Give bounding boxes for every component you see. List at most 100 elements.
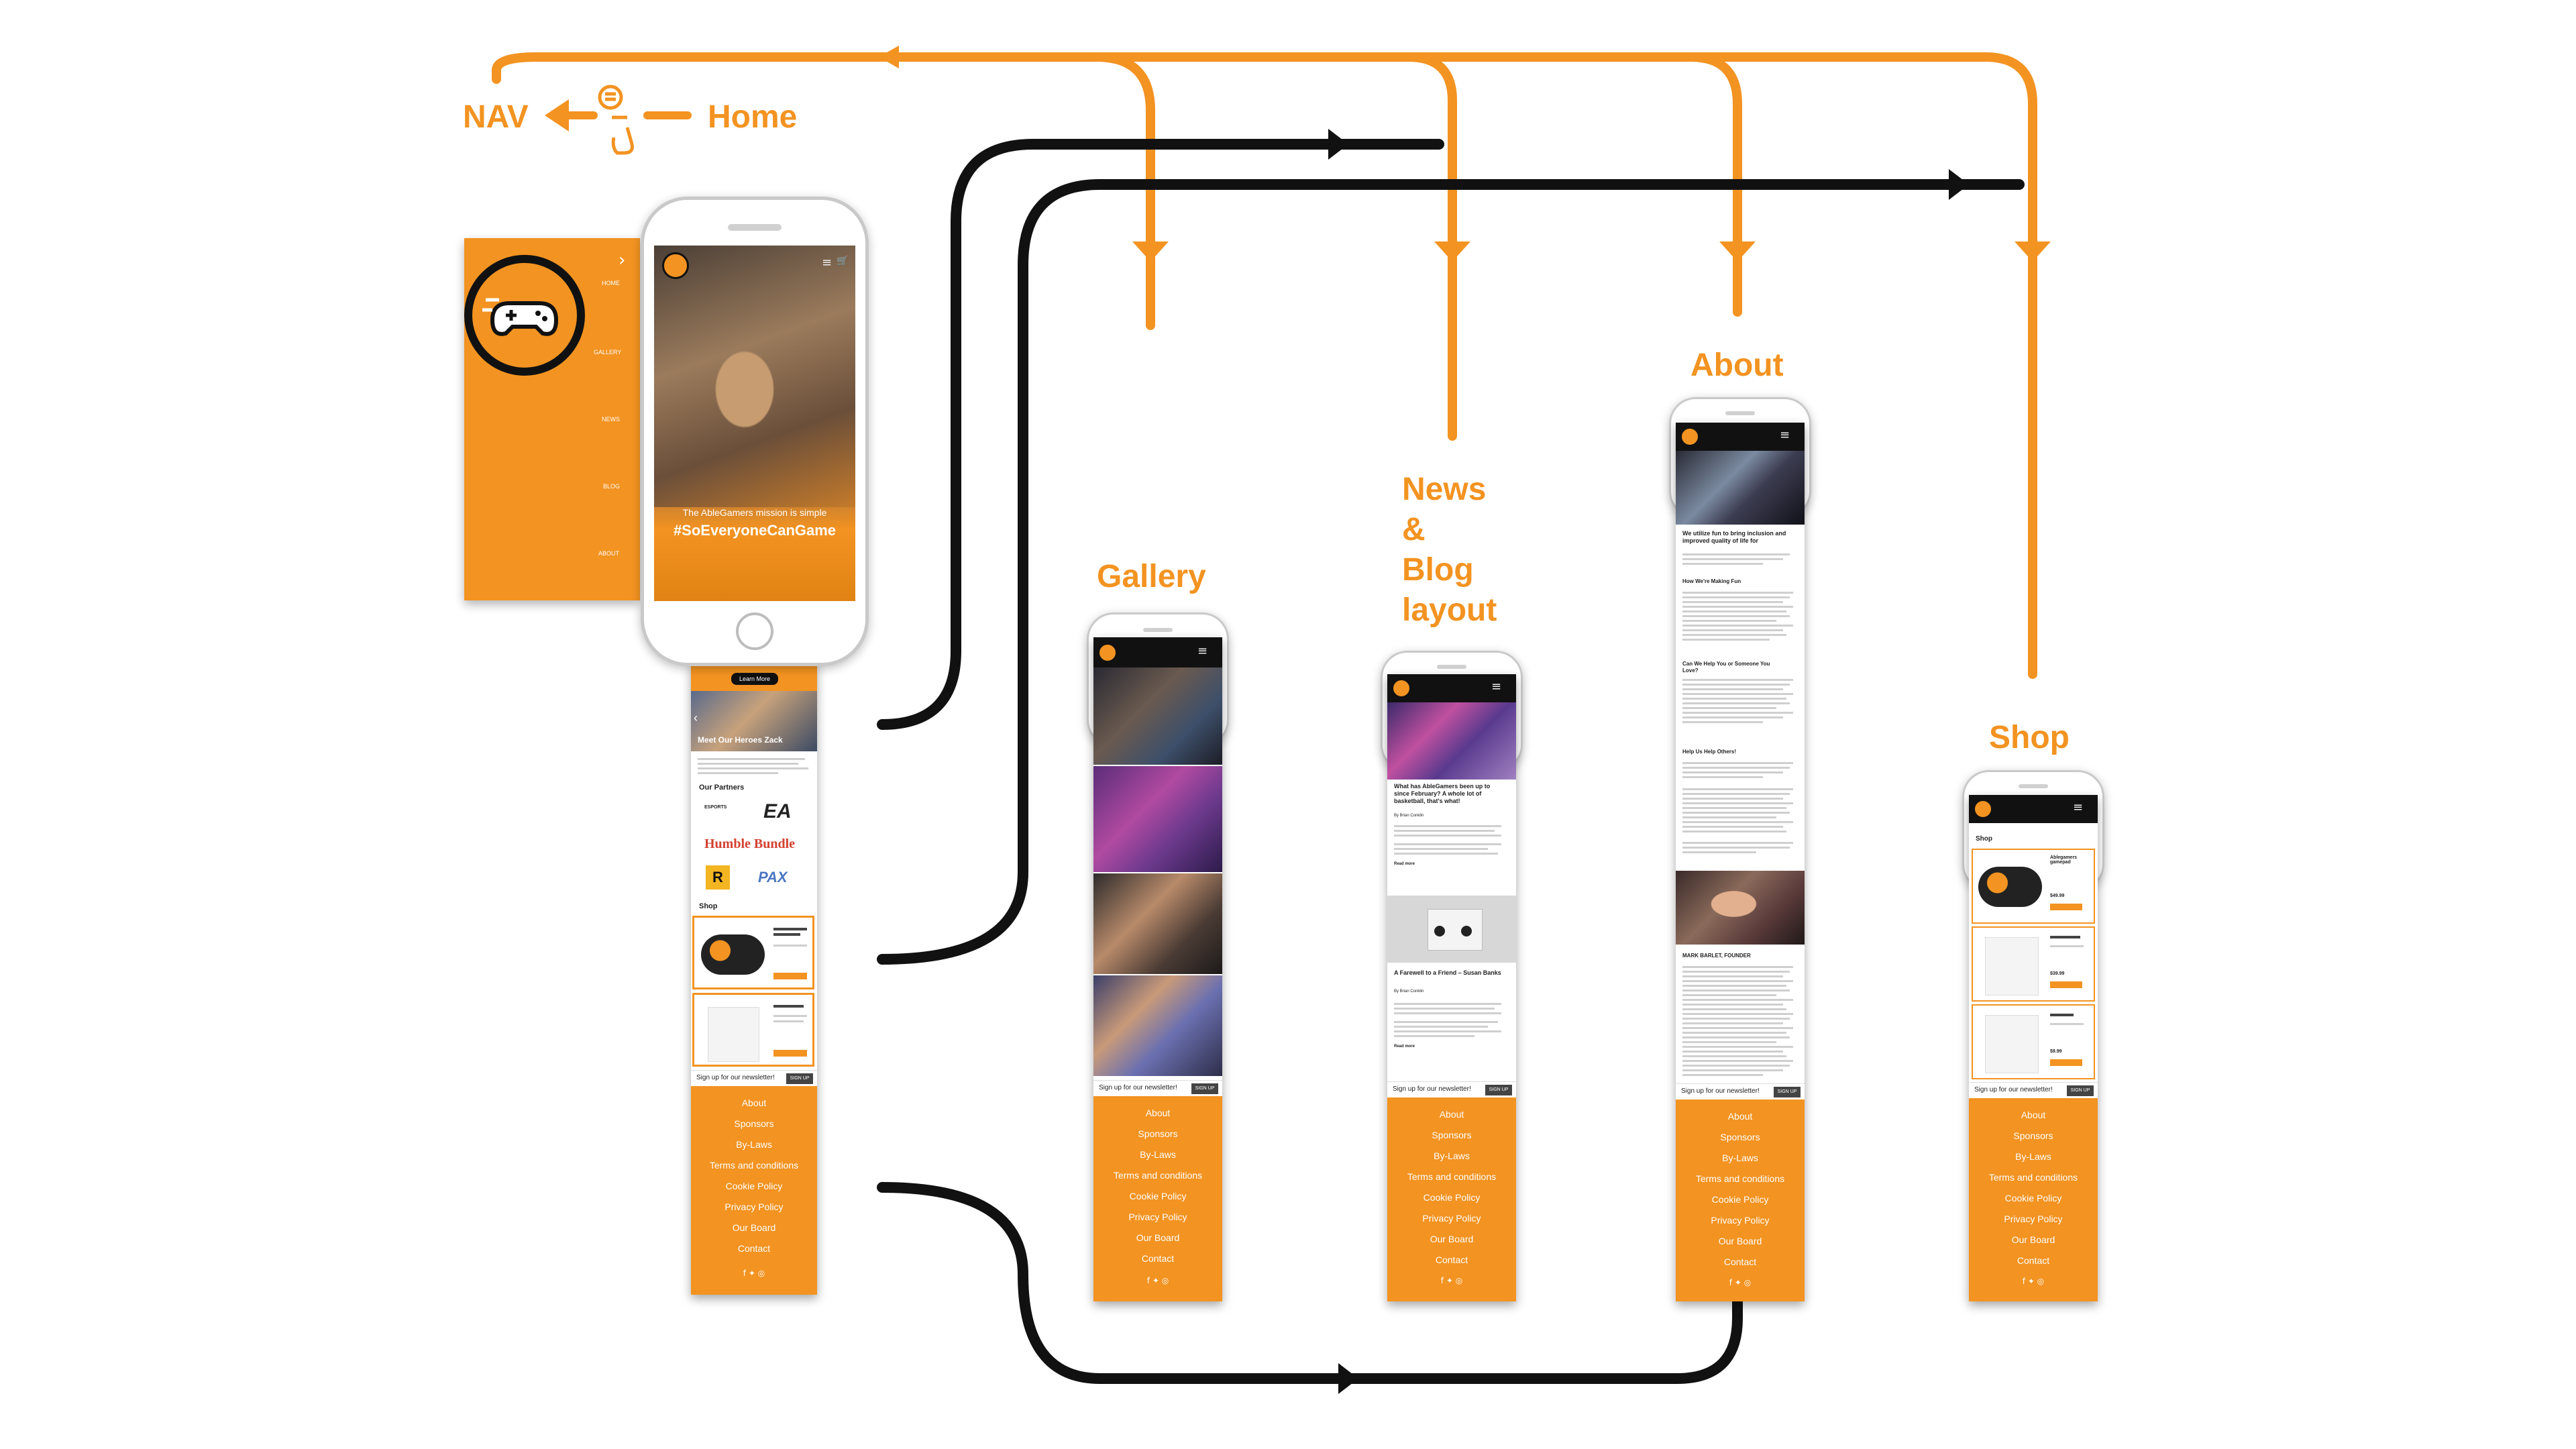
label-news: News <box>1402 472 1487 507</box>
tshirt-product-image <box>1985 937 2039 996</box>
footer-link-terms[interactable]: Terms and conditions <box>1113 1170 1203 1181</box>
social-icons[interactable]: f ✦ ◎ <box>1729 1278 1752 1287</box>
footer-link-terms[interactable]: Terms and conditions <box>1407 1171 1497 1182</box>
shop-product-1-price: $49.99 <box>2050 894 2065 898</box>
footer-link-privacy[interactable]: Privacy Policy <box>1711 1215 1770 1226</box>
footer-link-bylaws[interactable]: By-Laws <box>2015 1151 2051 1162</box>
shop-product-3[interactable]: $9.99 <box>1972 1004 2095 1079</box>
news-post-1-image[interactable] <box>1387 702 1516 780</box>
footer-link-board[interactable]: Our Board <box>1136 1232 1180 1243</box>
footer-link-sponsors[interactable]: Sponsors <box>2013 1130 2053 1141</box>
footer-link-contact[interactable]: Contact <box>2017 1255 2050 1266</box>
newsletter-signup-button[interactable]: SIGN UP <box>2067 1085 2094 1096</box>
news-post-1-read-more[interactable]: Read more <box>1394 862 1415 866</box>
newsletter-signup-button[interactable]: SIGN UP <box>1485 1085 1512 1095</box>
footer-link-cookie[interactable]: Cookie Policy <box>1711 1194 1769 1205</box>
logo-icon <box>662 252 689 279</box>
footer-link-sponsors[interactable]: Sponsors <box>734 1118 774 1129</box>
footer-link-bylaws[interactable]: By-Laws <box>1140 1149 1176 1160</box>
home-button[interactable] <box>736 612 773 650</box>
nav-item-gallery[interactable]: GALLERY <box>594 349 622 356</box>
nav-item-home[interactable]: HOME <box>602 280 620 286</box>
footer-link-board[interactable]: Our Board <box>732 1222 776 1233</box>
footer: About Sponsors By-Laws Terms and conditi… <box>1676 1099 1805 1301</box>
footer-link-about[interactable]: About <box>2021 1110 2046 1120</box>
footer-link-board[interactable]: Our Board <box>1430 1234 1474 1244</box>
news-post-2-read-more[interactable]: Read more <box>1394 1044 1415 1049</box>
newsletter-signup-button[interactable]: SIGN UP <box>1774 1087 1801 1097</box>
footer-link-privacy[interactable]: Privacy Policy <box>2004 1214 2063 1224</box>
label-nav: NAV <box>463 99 529 135</box>
nav-item-about[interactable]: ABOUT <box>598 550 620 557</box>
footer-link-cookie[interactable]: Cookie Policy <box>1129 1191 1187 1201</box>
footer-link-about[interactable]: About <box>1145 1108 1171 1118</box>
mission-text: The AbleGamers mission is simple <box>682 507 827 518</box>
footer-link-privacy[interactable]: Privacy Policy <box>1422 1213 1481 1224</box>
home-page-strip: Learn More ‹ Meet Our Heroes Zack Our Pa… <box>691 661 817 1295</box>
flow-line-news <box>1404 52 1457 441</box>
shop-product-2-price: $39.99 <box>2050 971 2065 976</box>
social-icons[interactable]: f ✦ ◎ <box>2022 1277 2045 1286</box>
nav-item-news[interactable]: NEWS <box>602 416 620 423</box>
footer-link-terms[interactable]: Terms and conditions <box>1988 1172 2078 1183</box>
footer-link-sponsors[interactable]: Sponsors <box>1432 1130 1472 1140</box>
news-post-2-image[interactable] <box>1387 896 1516 963</box>
newsletter-signup-button[interactable]: SIGN UP <box>1191 1083 1218 1094</box>
footer-link-bylaws[interactable]: By-Laws <box>1722 1152 1758 1163</box>
footer-link-contact[interactable]: Contact <box>1141 1253 1175 1264</box>
footer-link-contact[interactable]: Contact <box>1435 1254 1468 1265</box>
menu-icon[interactable]: ≡ <box>822 256 833 270</box>
footer-link-about[interactable]: About <box>1439 1109 1464 1120</box>
hashtag-text: #SoEveryoneCanGame <box>673 522 837 539</box>
social-icons[interactable]: f ✦ ◎ <box>743 1269 765 1278</box>
footer-link-contact[interactable]: Contact <box>737 1243 771 1254</box>
menu-icon[interactable]: ≡ <box>1780 428 1790 442</box>
footer-link-cookie[interactable]: Cookie Policy <box>2004 1193 2062 1203</box>
carousel-left-icon[interactable]: ‹ <box>694 711 698 724</box>
gamepad-product-image <box>1978 867 2042 907</box>
gallery-image-2[interactable] <box>1093 766 1222 872</box>
founder-name: MARK BARLET, FOUNDER <box>1682 953 1751 959</box>
footer-link-board[interactable]: Our Board <box>1718 1236 1762 1246</box>
arrow-black-shop <box>1949 169 1969 200</box>
footer-link-terms[interactable]: Terms and conditions <box>1695 1173 1785 1184</box>
social-icons[interactable]: f ✦ ◎ <box>1440 1276 1463 1285</box>
news-page-strip: ≡ What has AbleGamers been up to since F… <box>1387 674 1516 1301</box>
nav-item-blog[interactable]: BLOG <box>603 483 621 490</box>
footer-link-about[interactable]: About <box>1727 1111 1753 1122</box>
footer-link-privacy[interactable]: Privacy Policy <box>724 1201 784 1212</box>
product-card-1[interactable] <box>692 916 814 989</box>
chevron-right-icon[interactable]: › <box>619 250 626 270</box>
newsletter-text: Sign up for our newsletter! <box>1099 1084 1177 1091</box>
footer-link-cookie[interactable]: Cookie Policy <box>1423 1192 1481 1203</box>
news-post-1-title[interactable]: What has AbleGamers been up to since Feb… <box>1394 783 1491 804</box>
footer-link-bylaws[interactable]: By-Laws <box>736 1139 772 1150</box>
menu-icon[interactable]: ≡ <box>2073 800 2084 814</box>
menu-icon[interactable]: ≡ <box>1197 644 1208 658</box>
social-icons[interactable]: f ✦ ◎ <box>1146 1276 1169 1285</box>
footer-link-bylaws[interactable]: By-Laws <box>1434 1150 1470 1161</box>
footer-link-board[interactable]: Our Board <box>2011 1234 2055 1245</box>
gallery-image-3[interactable] <box>1093 873 1222 974</box>
cart-icon[interactable]: 🛒 <box>837 256 849 266</box>
footer-link-cookie[interactable]: Cookie Policy <box>725 1181 783 1191</box>
gamepad-product-image <box>701 934 765 975</box>
footer-link-terms[interactable]: Terms and conditions <box>709 1160 799 1171</box>
footer-link-sponsors[interactable]: Sponsors <box>1138 1128 1178 1139</box>
gallery-image-4[interactable] <box>1093 975 1222 1076</box>
label-blog: Blog <box>1402 552 1474 588</box>
footer-link-sponsors[interactable]: Sponsors <box>1720 1132 1760 1142</box>
learn-more-button[interactable]: Learn More <box>731 673 778 685</box>
gallery-image-1[interactable] <box>1093 667 1222 765</box>
footer-link-about[interactable]: About <box>741 1097 767 1108</box>
newsletter-signup-button[interactable]: SIGN UP <box>786 1073 813 1084</box>
newsletter-bar: Sign up for our newsletter! SIGN UP <box>691 1070 817 1087</box>
footer-link-privacy[interactable]: Privacy Policy <box>1128 1212 1187 1222</box>
shop-product-1[interactable]: Ablegamers gamepad $49.99 <box>1972 849 2095 924</box>
shop-product-2[interactable]: $39.99 <box>1972 926 2095 1002</box>
newsletter-bar: Sign up for our newsletter! SIGN UP <box>1676 1083 1805 1100</box>
footer-link-contact[interactable]: Contact <box>1723 1256 1757 1267</box>
news-post-2-title[interactable]: A Farewell to a Friend – Susan Banks <box>1394 969 1501 976</box>
menu-icon[interactable]: ≡ <box>1491 680 1502 694</box>
product-card-2[interactable] <box>692 993 814 1067</box>
